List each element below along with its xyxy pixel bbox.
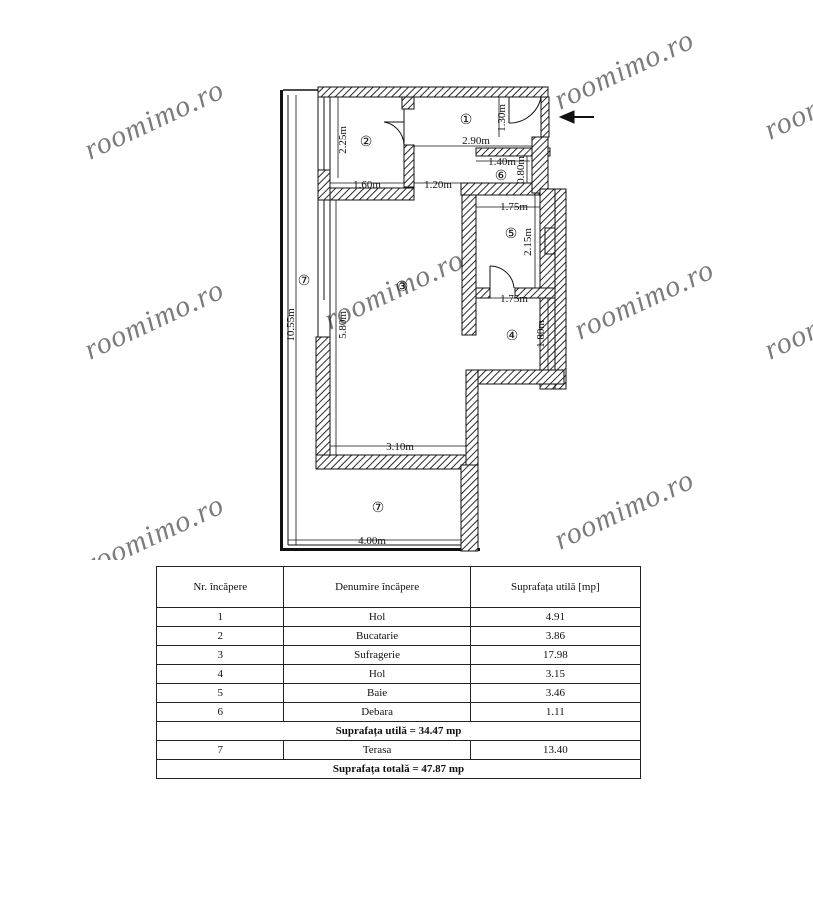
cell-nr: 5	[155, 683, 285, 703]
room-label-4: ④	[506, 329, 519, 344]
dim-bath-width: 1.75m	[500, 201, 528, 213]
cell-nr: 1	[155, 607, 285, 627]
column-header-area: Suprafața utilă [mp]	[469, 566, 642, 608]
dim-hall1-height: 1.30m	[496, 104, 508, 132]
cell-name: Baie	[283, 683, 471, 703]
dim-living-width: 3.10m	[386, 441, 414, 453]
watermark: roomimo.ro	[569, 253, 719, 346]
cell-name: Hol	[283, 607, 471, 627]
floor-plan: roomimo.ro roomimo.ro roomimo.ro roomimo…	[79, 23, 813, 560]
room-label-5: ⑤	[505, 227, 518, 242]
cell-area: 4.91	[469, 607, 642, 627]
cell-area: 17.98	[469, 645, 642, 665]
dim-total-height: 10.55m	[285, 308, 297, 342]
subtotal-row: Suprafața utilă = 34.47 mp	[156, 721, 641, 741]
dim-hall4-height: 1.80m	[535, 320, 547, 348]
room-label-7-bottom: ⑦	[372, 501, 385, 516]
doors	[383, 96, 542, 289]
dim-kitchen-height: 2.25m	[337, 126, 349, 154]
dim-living-height: 5.80m	[337, 311, 349, 339]
room-area-table: Nr. încăpere Denumire încăpere Suprafața…	[155, 566, 642, 779]
cell-nr: 6	[155, 702, 285, 722]
table-row: 4 Hol 3.15	[155, 664, 642, 684]
dim-storage-height: 0.80m	[515, 156, 527, 184]
walls	[315, 86, 567, 552]
watermark: roomimo.ro	[759, 53, 813, 146]
room-label-3: ③	[396, 280, 409, 295]
room-label-6: ⑥	[495, 169, 508, 184]
table-row-terrace: 7 Terasa 13.40	[155, 740, 642, 760]
table-row: 1 Hol 4.91	[155, 607, 642, 627]
table-header-row: Nr. încăpere Denumire încăpere Suprafața…	[155, 566, 642, 608]
table-row: 2 Bucatarie 3.86	[155, 626, 642, 646]
cell-area: 3.15	[469, 664, 642, 684]
column-header-name: Denumire încăpere	[283, 566, 471, 608]
watermark: roomimo.ro	[79, 273, 229, 366]
cell-area: 3.46	[469, 683, 642, 703]
cell-area: 3.86	[469, 626, 642, 646]
room-label-1: ①	[460, 113, 473, 128]
dim-terrace-width: 4.00m	[358, 535, 386, 547]
dim-storage-width: 1.40m	[488, 156, 516, 168]
dim-hall4-width: 1.75m	[500, 293, 528, 305]
cell-name: Debara	[283, 702, 471, 722]
total-row: Suprafața totală = 47.87 mp	[156, 759, 641, 779]
watermark: roomimo.ro	[549, 23, 699, 116]
cell-name: Sufragerie	[283, 645, 471, 665]
watermark: roomimo.ro	[549, 463, 699, 556]
watermarks: roomimo.ro roomimo.ro roomimo.ro roomimo…	[79, 23, 813, 560]
cell-area: 1.11	[469, 702, 642, 722]
column-header-nr: Nr. încăpere	[155, 566, 285, 608]
table-row: 3 Sufragerie 17.98	[155, 645, 642, 665]
dim-hall1-width: 2.90m	[462, 135, 490, 147]
cell-name: Bucatarie	[283, 626, 471, 646]
total-text: Suprafața totală = 47.87 mp	[156, 759, 641, 779]
dim-passage-width: 1.20m	[424, 179, 452, 191]
cell-nr: 2	[155, 626, 285, 646]
watermark: roomimo.ro	[79, 73, 229, 166]
arrow-left-icon	[558, 110, 594, 124]
cell-name: Terasa	[283, 740, 471, 760]
cell-nr: 4	[155, 664, 285, 684]
cell-nr: 7	[155, 740, 285, 760]
room-labels: ① ② ③ ④ ⑤ ⑥ ⑦ ⑦	[298, 113, 519, 516]
room-label-2: ②	[360, 135, 373, 150]
table-row: 5 Baie 3.46	[155, 683, 642, 703]
dim-bath-height: 2.15m	[522, 228, 534, 256]
table-row: 6 Debara 1.11	[155, 702, 642, 722]
cell-name: Hol	[283, 664, 471, 684]
dim-kitchen-width: 1.60m	[353, 179, 381, 191]
watermark: roomimo.ro	[79, 488, 229, 560]
windows	[317, 96, 331, 338]
cell-nr: 3	[155, 645, 285, 665]
subtotal-text: Suprafața utilă = 34.47 mp	[156, 721, 641, 741]
cell-area: 13.40	[469, 740, 642, 760]
terrace-outline	[280, 89, 480, 551]
dimension-lines	[288, 95, 549, 545]
watermark: roomimo.ro	[759, 273, 813, 366]
dimension-labels: 2.25m 1.30m 2.90m 1.40m 0.80m 1.60m 1.20…	[285, 104, 547, 547]
room-label-7-side: ⑦	[298, 274, 311, 289]
